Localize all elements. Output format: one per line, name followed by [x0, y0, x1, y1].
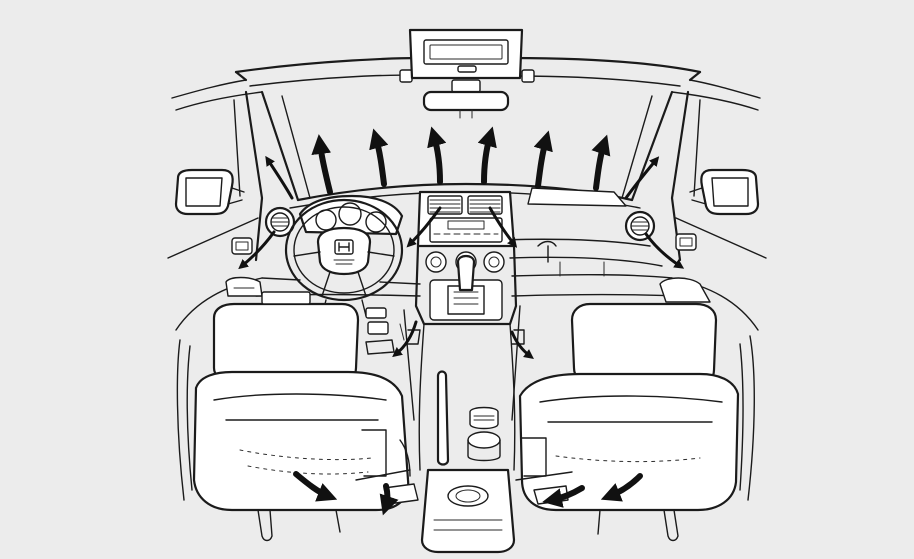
floor-arrow-front-left: [392, 320, 418, 358]
side-defrost-arrow-right: [624, 156, 660, 200]
defrost-arrow-6: [591, 134, 611, 191]
floor-arrow-front-right: [510, 330, 534, 359]
center-vent-arrow-left: [406, 206, 442, 248]
cupholder-front: [469, 406, 499, 430]
arrow-icon: [311, 126, 611, 195]
side-mirror-right: [689, 168, 760, 216]
climate-dial-right: [483, 251, 505, 273]
arrow-icon: [392, 320, 534, 359]
instrument-cluster: [298, 194, 404, 236]
center-stack: [414, 190, 518, 326]
defrost-arrow-4: [477, 126, 497, 185]
arrow-icon: [265, 155, 660, 200]
floor-arrow-rear-right-inner: [542, 485, 585, 508]
overhead-console: [408, 28, 524, 80]
defrost-arrow-1: [311, 134, 333, 195]
side-defrost-arrow-left: [265, 155, 294, 200]
center-vent-arrow-right: [488, 206, 518, 248]
center-vent-right: [467, 195, 503, 215]
arrow-icon: [238, 230, 685, 270]
cupholder-middle: [467, 431, 501, 462]
parking-brake-lever: [436, 370, 450, 466]
door-switch-right: [675, 233, 697, 251]
rear-tray: [420, 468, 516, 554]
side-vent-left: [264, 206, 296, 238]
defrost-arrow-2: [369, 128, 389, 187]
dash-pods: [225, 276, 387, 319]
seat-left: [176, 302, 421, 542]
floor-arrow-rear-right-outer: [600, 473, 643, 502]
door-switch-left: [231, 237, 253, 255]
gear-shifter: [429, 254, 503, 321]
side-vent-right: [624, 210, 656, 242]
floor-console: [418, 323, 516, 554]
climate-dial-left: [425, 251, 447, 273]
side-vent-arrow-left: [238, 230, 276, 270]
side-vent-arrow-right: [644, 232, 685, 269]
seat-right: [511, 277, 755, 542]
center-vent-left: [427, 195, 463, 215]
steering-wheel: [284, 198, 404, 317]
floor-arrow-rear-left-outer: [293, 471, 338, 502]
defrost-arrow-5: [533, 130, 553, 189]
airflow-arrows: [238, 126, 685, 516]
honda-h-logo-icon: [334, 239, 354, 255]
defrost-arrow-3: [427, 126, 447, 185]
side-mirror-left: [174, 168, 245, 216]
arrow-icon: [293, 471, 643, 516]
roof-and-overhead-console: [171, 56, 761, 111]
floor-arrow-rear-left-inner: [379, 483, 399, 516]
rearview-mirror: [422, 79, 510, 119]
arrow-icon: [406, 206, 518, 248]
